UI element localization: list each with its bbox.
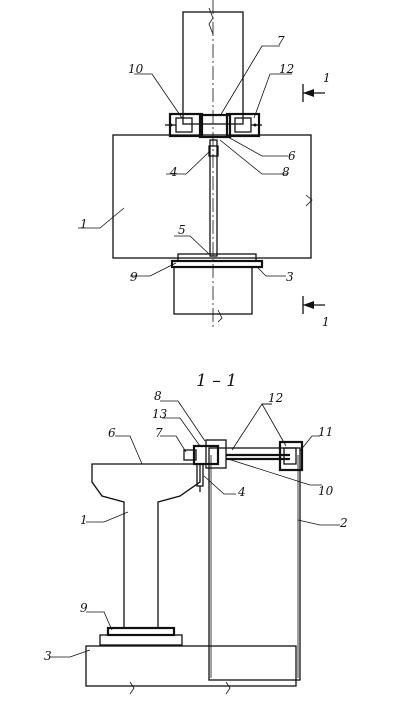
top-leaders [78, 45, 292, 277]
label-6-section: 6 [108, 426, 116, 440]
top-view: 10 7 12 1 6 4 8 1 5 9 3 1 [78, 0, 331, 330]
label-4: 4 [169, 165, 178, 179]
label-12-section: 12 [268, 391, 283, 405]
label-10-section: 10 [318, 484, 334, 498]
section-leaders [50, 400, 340, 658]
label-1-section: 1 [80, 513, 88, 527]
label-7-section: 7 [155, 426, 163, 440]
section-title: 1 – 1 [196, 371, 237, 391]
label-5: 5 [178, 223, 186, 237]
label-9-section: 9 [80, 601, 88, 615]
label-9: 9 [130, 270, 138, 284]
section-mark [302, 84, 325, 314]
label-1-section-top: 1 [323, 71, 331, 85]
label-3-section: 3 [44, 649, 52, 663]
label-7: 7 [277, 34, 285, 48]
label-12: 12 [279, 62, 294, 76]
stem [209, 139, 218, 257]
label-1-section-bottom: 1 [322, 315, 330, 329]
label-2: 2 [339, 516, 348, 530]
label-8: 8 [282, 165, 290, 179]
clamp-assembly-top [165, 112, 262, 139]
section-view: 1 – 1 [44, 371, 348, 695]
foundation [85, 645, 297, 687]
label-11: 11 [318, 425, 333, 439]
column-side [208, 447, 301, 681]
column-bottom [173, 266, 253, 315]
label-1-beam: 1 [80, 217, 88, 231]
label-3: 3 [286, 270, 294, 284]
label-4-section: 4 [237, 485, 246, 499]
label-8-section: 8 [154, 389, 162, 403]
t-beam [91, 463, 201, 629]
beam-plan [112, 134, 312, 259]
label-6: 6 [288, 149, 296, 163]
label-13: 13 [152, 407, 168, 421]
bracket-assembly [183, 439, 304, 492]
label-10: 10 [128, 62, 144, 76]
